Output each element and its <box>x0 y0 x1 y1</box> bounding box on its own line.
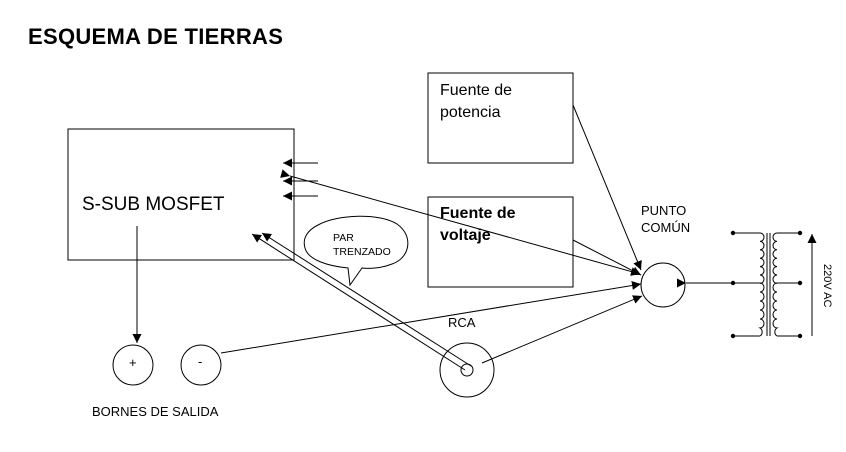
rca-center-pin <box>460 363 474 377</box>
output-terminal-plus <box>112 344 154 386</box>
output-terminal-minus <box>180 344 222 386</box>
twisted-pair-label-line1: PAR <box>333 232 354 244</box>
twisted-pair-wire-b <box>261 232 472 367</box>
rca-ground-wire <box>481 295 643 364</box>
voltage-supply-label-line1: Fuente de <box>440 205 516 222</box>
rca-connector <box>439 342 495 398</box>
rca-label: RCA <box>448 315 476 330</box>
output-minus-ground-wire <box>220 281 642 354</box>
power-supply-label-line1: Fuente de <box>440 82 513 99</box>
twisted-pair-label-line2: TRENZADO <box>333 246 391 258</box>
diagram-title: ESQUEMA DE TIERRAS <box>28 24 284 49</box>
mosfet-ground-wire <box>280 169 641 276</box>
mosfet-label: S-SUB MOSFET <box>82 194 225 215</box>
voltage-supply-label-line2: voltaje <box>440 227 491 244</box>
mains-transformer <box>677 232 800 337</box>
power-supply-ground-wire <box>572 104 642 271</box>
plus-terminal-sign: + <box>129 355 137 370</box>
twisted-pair-wire-a <box>251 233 466 371</box>
minus-terminal-sign: - <box>198 354 203 369</box>
common-ground-point <box>640 262 686 308</box>
twisted-pair-callout <box>303 215 409 287</box>
mains-voltage-label: 220V AC <box>821 264 833 308</box>
transformer-terminals <box>730 230 803 339</box>
power-supply-block <box>427 72 574 164</box>
voltage-supply-ground-wire <box>572 239 642 276</box>
common-point-label-line1: PUNTO <box>641 203 687 218</box>
common-point-label-line2: COMÚN <box>641 220 691 235</box>
output-terminals-label: BORNES DE SALIDA <box>92 404 219 419</box>
power-supply-label-line2: potencia <box>440 104 501 121</box>
